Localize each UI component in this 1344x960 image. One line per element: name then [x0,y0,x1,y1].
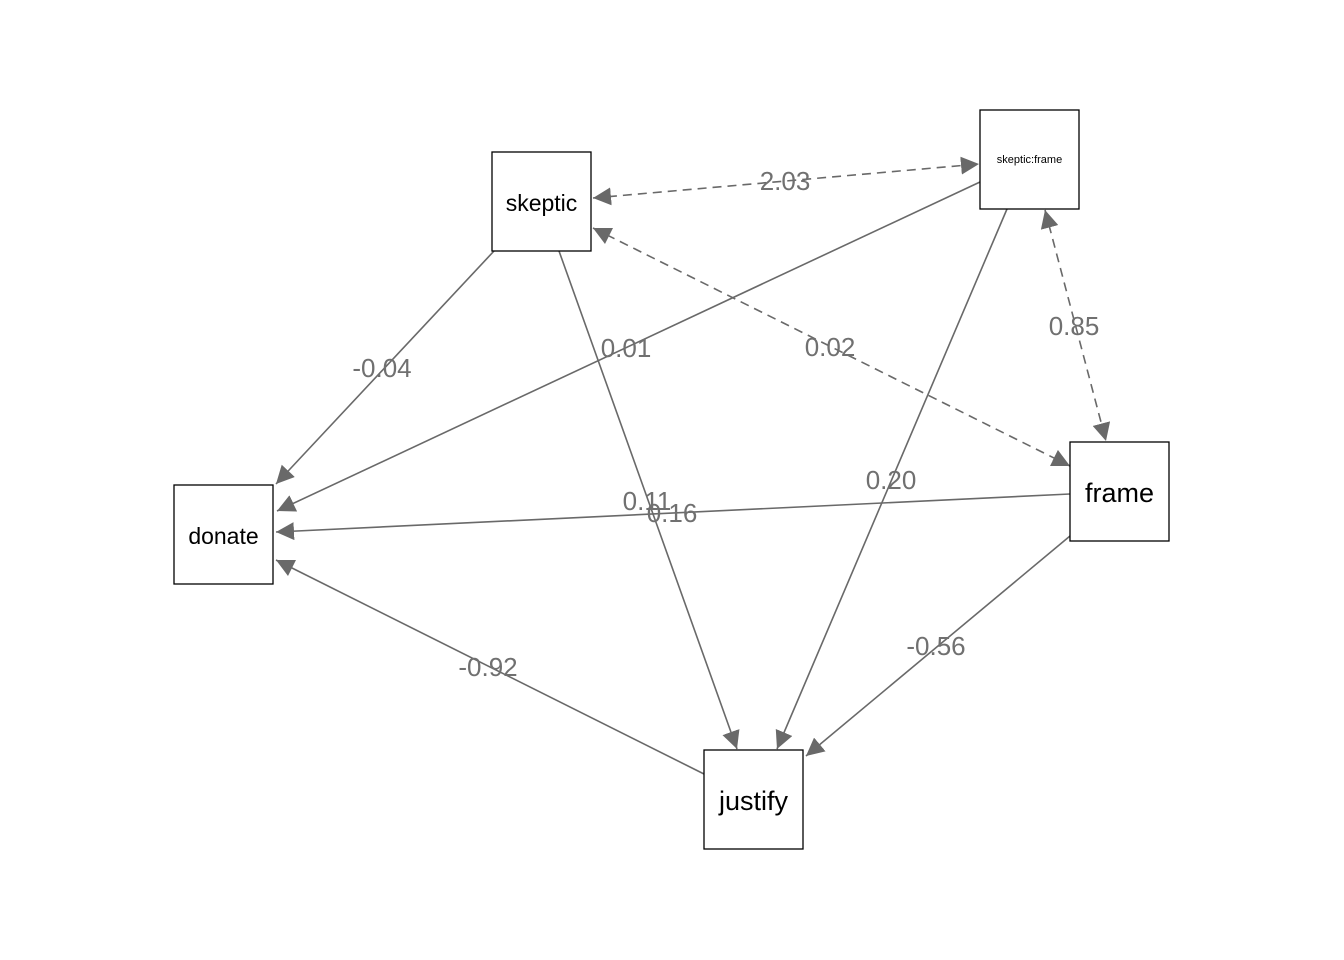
edge-skeptic-to-justify [558,250,740,750]
node-justify-label: justify [718,786,789,816]
edge-frame-to-donate [275,493,1071,541]
edges-layer [275,156,1111,775]
edge-frame-to-justify [805,535,1071,757]
edge-line-skeptic-frame-frame-cov [1040,209,1111,442]
edge-line-skeptic-skeptic-frame-cov [592,156,980,206]
edge-label-skeptic-frame-to-justify: 0.20 [866,465,917,495]
node-skeptic-frame-label: skeptic:frame [997,154,1062,166]
node-frame-label: frame [1085,478,1154,508]
edge-line-justify-to-donate [275,559,705,775]
edge-line-skeptic-to-donate [275,250,495,485]
edge-label-frame-to-donate: 0.16 [647,498,698,528]
node-donate: donate [173,484,274,585]
edge-label-skeptic-frame-to-donate: 0.01 [601,333,652,363]
edge-label-skeptic-to-justify: 0.11 [623,486,672,516]
edge-line-frame-to-donate [275,493,1071,541]
edge-label-skeptic-frame-frame-cov: 0.85 [1049,311,1100,341]
edge-skeptic-to-donate [275,250,495,485]
node-skeptic: skeptic [491,151,592,252]
edge-label-frame-to-justify: -0.56 [906,631,965,661]
edge-label-skeptic-to-donate: -0.04 [352,353,411,383]
edge-label-skeptic-frame-cov: 0.02 [805,332,856,362]
edge-skeptic-skeptic-frame-cov [592,156,980,206]
edge-labels-layer: -0.04 0.01 0.16 -0.92 0.11 0.20 -0.56 2.03 0.02 0… [352,166,1099,682]
edge-line-frame-to-justify [805,535,1071,757]
edge-justify-to-donate [275,559,705,775]
edge-label-skeptic-skeptic-frame-cov: 2.03 [760,166,811,196]
edge-skeptic-frame-frame-cov [1040,209,1111,442]
node-justify: justify [703,749,804,850]
edge-line-skeptic-to-justify [558,250,740,750]
edge-label-justify-to-donate: -0.92 [458,652,517,682]
node-frame: frame [1069,441,1170,542]
node-skeptic-frame: skeptic:frame [979,109,1080,210]
node-donate-label: donate [188,523,258,549]
node-skeptic-label: skeptic [506,190,578,216]
